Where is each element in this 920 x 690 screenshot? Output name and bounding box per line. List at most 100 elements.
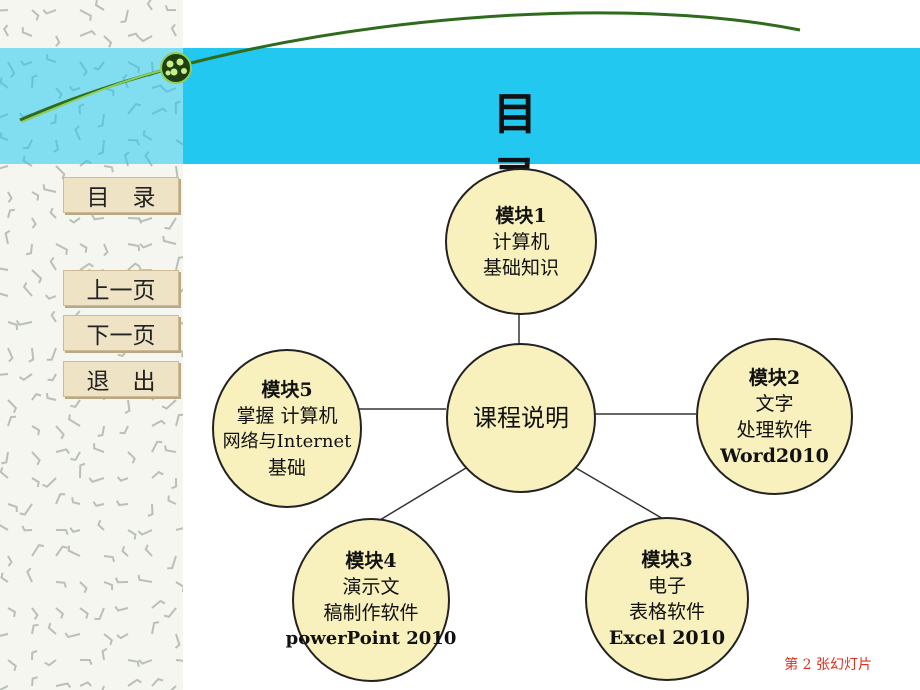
pattern-mark [31, 393, 42, 401]
pattern-mark [79, 30, 97, 37]
module-line: 基础 [267, 456, 306, 479]
exit-button[interactable]: 退 出 [63, 361, 179, 397]
pattern-mark [137, 574, 153, 583]
pattern-mark [7, 399, 18, 414]
previous-page-button[interactable]: 上一页 [63, 270, 179, 306]
module-line: 电子 [647, 575, 686, 597]
pattern-mark [79, 9, 92, 21]
center-node: 课程说明 [446, 343, 596, 493]
module-line: 稿制作软件 [323, 602, 419, 624]
pattern-mark [171, 477, 178, 490]
pattern-mark [67, 545, 81, 557]
pattern-mark [103, 581, 114, 591]
module-node-1: 模块1 计算机 基础知识 [445, 168, 597, 315]
pattern-mark [79, 243, 88, 253]
module-node-2: 模块2 文字 处理软件 Word2010 [696, 338, 853, 495]
pattern-mark [91, 214, 105, 221]
connector-module4 [379, 467, 467, 521]
pattern-mark [175, 659, 183, 662]
module-line: Word2010 [720, 444, 829, 467]
pattern-mark [151, 677, 164, 687]
module-heading: 模块2 [748, 366, 801, 389]
toc-button[interactable]: 目 录 [63, 177, 179, 213]
pattern-mark [64, 632, 81, 639]
pattern-mark [70, 399, 81, 409]
pattern-mark [0, 633, 9, 637]
pattern-mark [175, 321, 183, 325]
pattern-mark [31, 607, 39, 620]
pattern-mark [151, 621, 160, 635]
pattern-mark [55, 448, 71, 455]
pattern-mark [162, 235, 177, 245]
pattern-mark [97, 425, 105, 437]
pattern-mark [174, 633, 181, 649]
pattern-mark [137, 529, 153, 536]
pattern-mark [31, 217, 37, 229]
pattern-mark [7, 659, 17, 671]
pattern-mark [124, 399, 131, 414]
pattern-mark [170, 23, 177, 37]
module-line: Excel 2010 [608, 627, 726, 649]
pattern-mark [67, 414, 81, 427]
pattern-mark [79, 262, 94, 271]
pattern-mark [0, 519, 9, 531]
pattern-mark [71, 497, 81, 505]
pattern-mark [94, 0, 105, 11]
pattern-mark [120, 9, 129, 24]
pattern-mark [116, 633, 129, 640]
pattern-mark [175, 256, 183, 271]
pattern-mark [103, 555, 115, 563]
pattern-mark [127, 32, 140, 39]
pattern-mark [31, 543, 45, 557]
pattern-mark [7, 503, 18, 512]
pattern-mark [2, 24, 9, 37]
pattern-mark [55, 165, 66, 180]
pattern-mark [127, 529, 137, 540]
pattern-mark [0, 373, 9, 376]
pattern-mark [114, 605, 129, 612]
pattern-mark [146, 0, 153, 11]
module-heading: 模块3 [641, 549, 693, 571]
pattern-mark [103, 633, 113, 646]
pattern-mark [55, 581, 67, 588]
connector-module3 [575, 467, 666, 521]
module-line: 处理软件 [736, 418, 813, 441]
pattern-mark [49, 207, 57, 219]
pattern-mark [94, 607, 105, 621]
pattern-mark [163, 607, 177, 619]
pattern-mark [79, 581, 88, 594]
pattern-mark [55, 243, 68, 255]
pattern-mark [93, 443, 105, 453]
pattern-mark [55, 35, 61, 47]
pattern-mark [175, 413, 183, 427]
module-line: 掌握 计算机 [236, 404, 338, 427]
pattern-mark [103, 165, 114, 173]
pattern-mark [138, 35, 153, 43]
pattern-mark [22, 282, 33, 297]
pattern-mark [47, 373, 57, 382]
pattern-mark [7, 347, 14, 363]
pattern-mark [175, 581, 183, 592]
pattern-mark [164, 217, 177, 230]
pattern-mark [21, 525, 33, 532]
next-page-button[interactable]: 下一页 [63, 315, 179, 351]
pattern-mark [49, 256, 57, 271]
pattern-mark [26, 567, 33, 583]
pattern-mark [4, 229, 11, 245]
module-line: 计算机 [492, 230, 550, 253]
module-line: 网络与Internet [222, 430, 352, 452]
center-node-label: 课程说明 [473, 404, 569, 432]
pattern-mark [31, 9, 40, 21]
pattern-mark [167, 495, 177, 505]
pattern-mark [164, 445, 177, 453]
pattern-mark [56, 529, 69, 536]
pattern-mark [31, 425, 41, 436]
pattern-mark [50, 310, 57, 323]
pattern-mark [42, 9, 57, 15]
pattern-mark [28, 347, 35, 363]
pattern-mark [7, 208, 16, 219]
pattern-mark [15, 319, 33, 326]
pattern-mark [88, 477, 105, 483]
pattern-mark [31, 451, 41, 466]
